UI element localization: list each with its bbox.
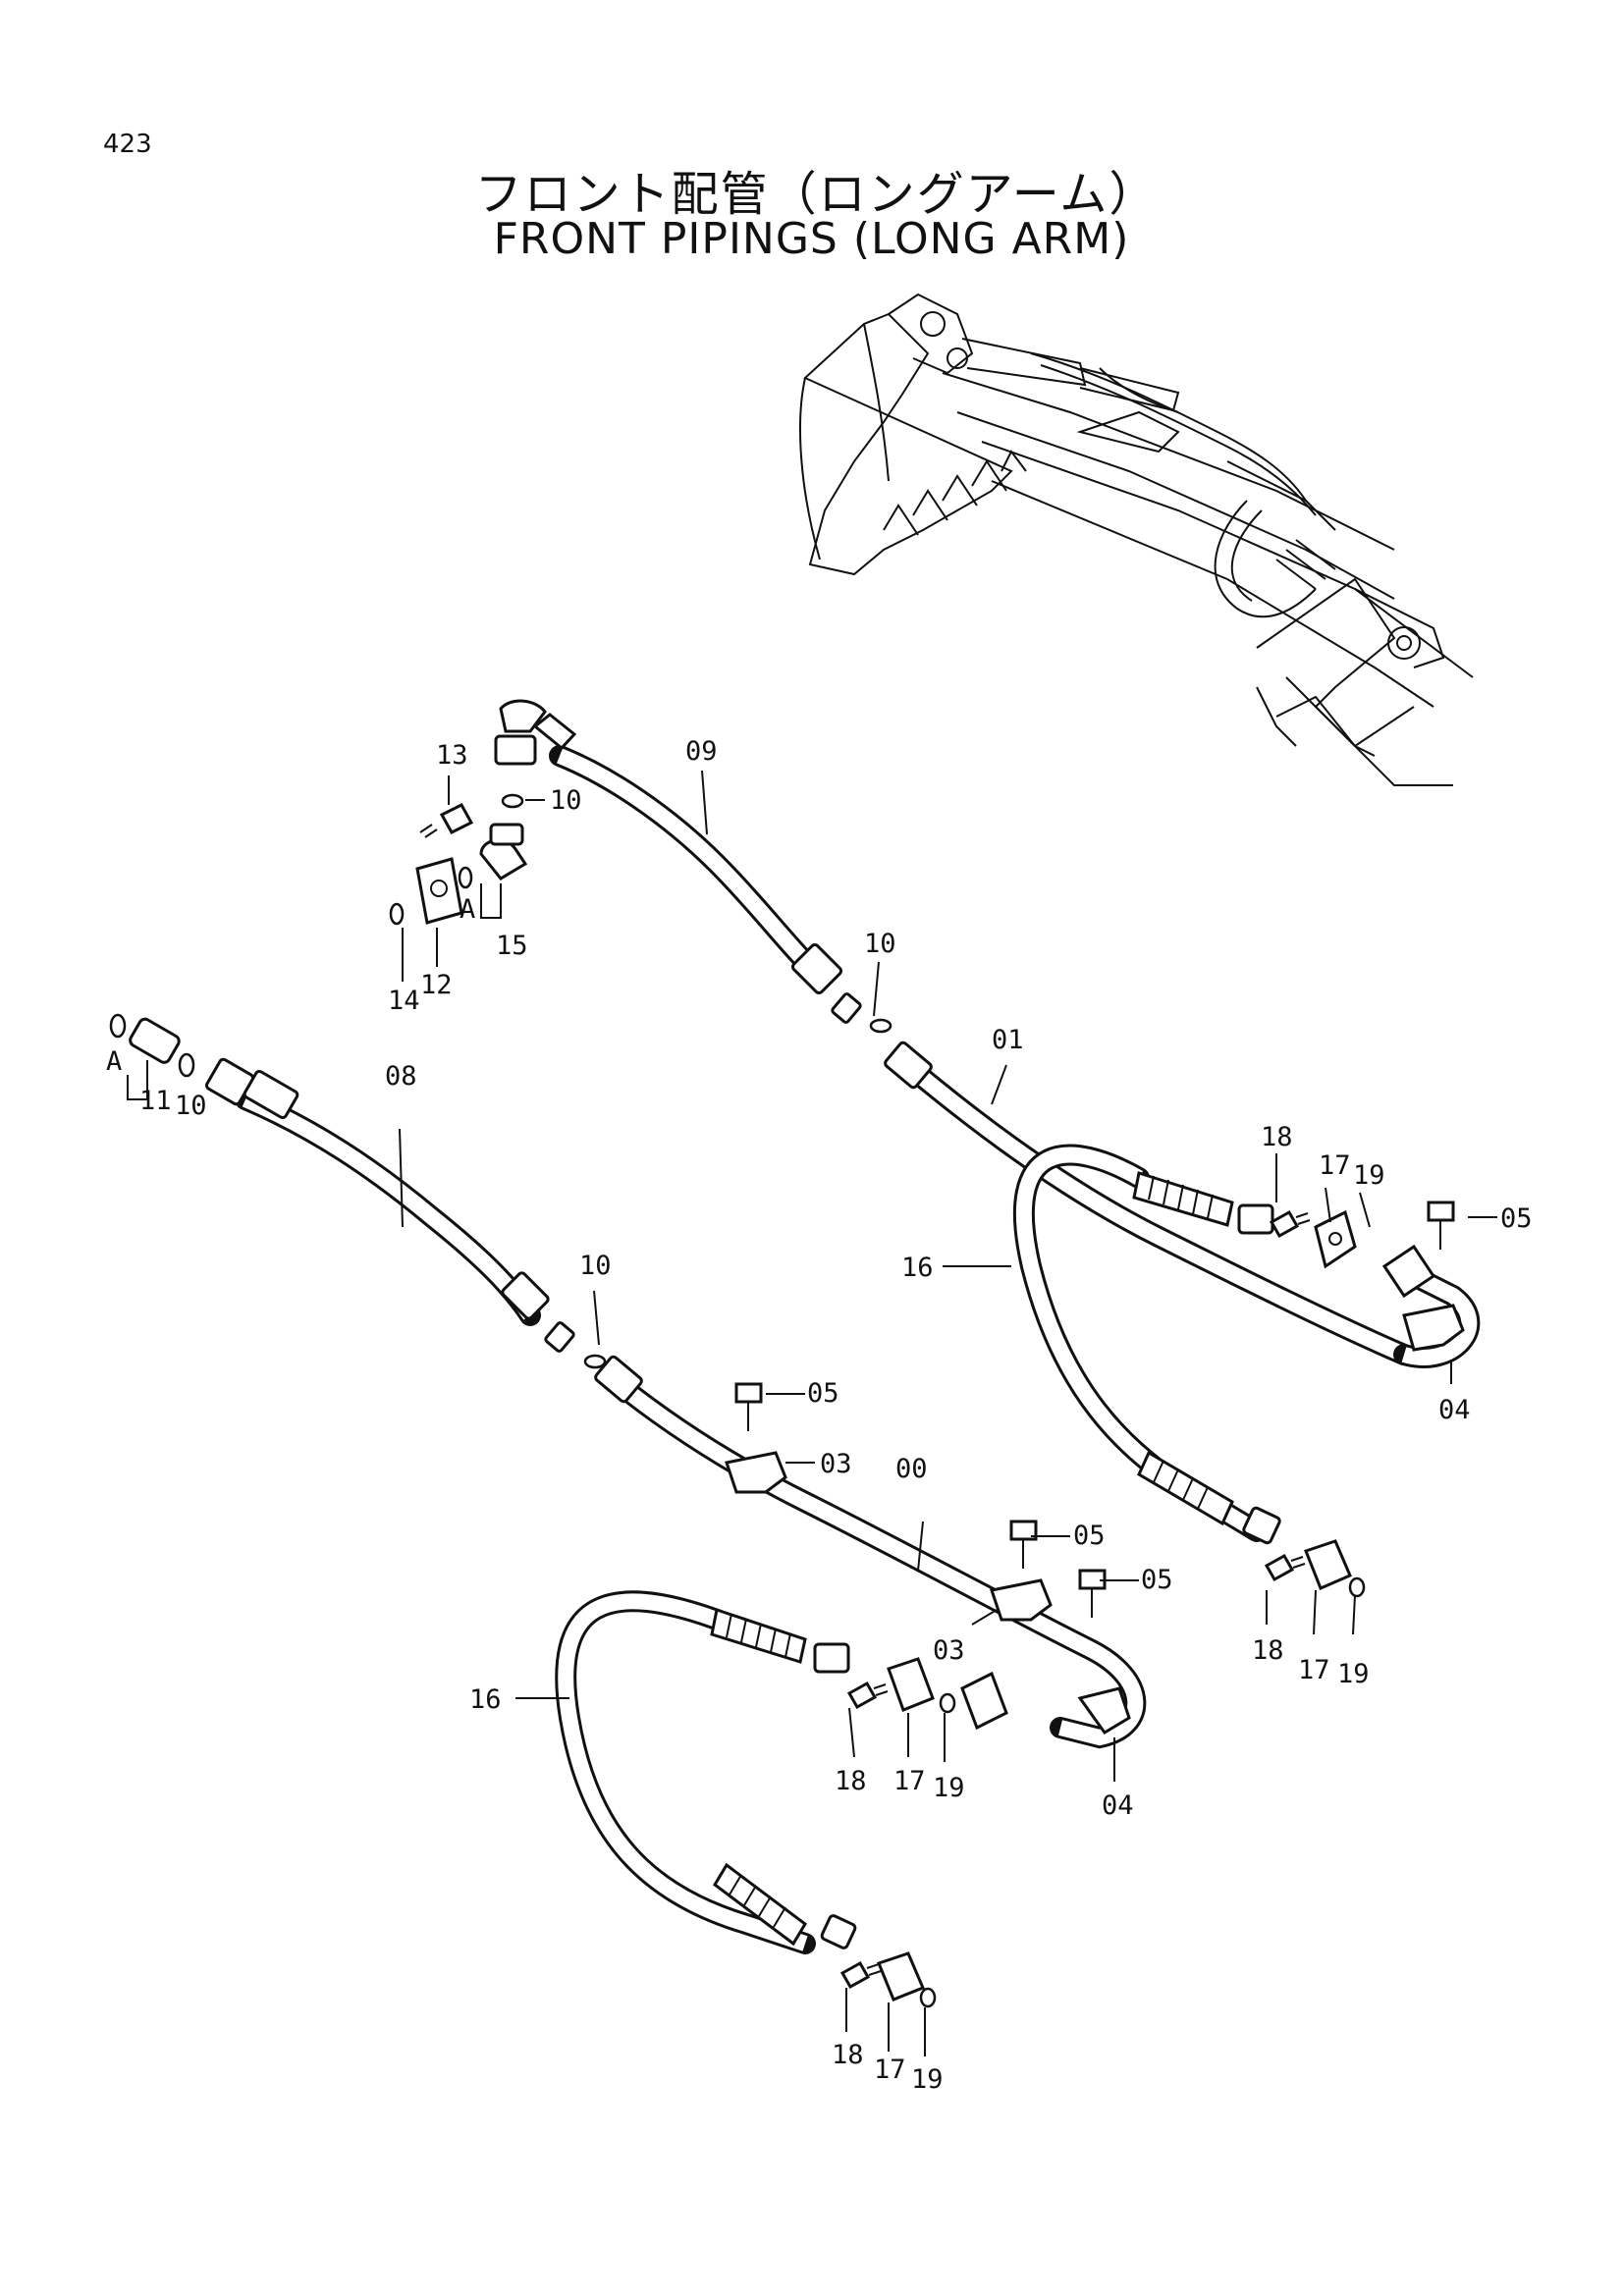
- callout-05-c: 05: [1073, 1521, 1106, 1551]
- callout-17-a: 17: [1319, 1150, 1351, 1181]
- callout-03-b: 03: [933, 1635, 965, 1666]
- callout-19-a: 19: [1353, 1160, 1385, 1191]
- page-number: 423: [103, 130, 152, 159]
- callout-04-b: 04: [1102, 1790, 1134, 1821]
- callout-01: 01: [992, 1025, 1024, 1055]
- pipe-01-assembly: [884, 1041, 1481, 1598]
- callout-05-d: 05: [1141, 1565, 1173, 1595]
- hose-08: [205, 1057, 575, 1353]
- callout-18-b: 18: [1252, 1635, 1284, 1666]
- pipe-00-assembly: [555, 1355, 1147, 2008]
- excavator-arm-illustration: [799, 293, 1474, 786]
- mark-a-upper: A: [460, 894, 475, 925]
- title-japanese: フロント配管（ロングアーム）: [474, 167, 1159, 222]
- callout-16-a: 16: [901, 1253, 934, 1283]
- callout-05-b: 05: [807, 1378, 839, 1409]
- callout-18-c: 18: [835, 1766, 867, 1796]
- callout-10-a: 10: [550, 785, 582, 816]
- small-parts: [109, 793, 1455, 1990]
- callout-19-d: 19: [911, 2064, 944, 2095]
- callout-10-d: 10: [579, 1251, 612, 1281]
- hose-09: [494, 699, 862, 1024]
- callout-08: 08: [385, 1061, 417, 1092]
- callout-19-c: 19: [933, 1773, 965, 1803]
- callout-16-b: 16: [469, 1684, 502, 1715]
- callout-18-d: 18: [832, 2040, 864, 2070]
- callout-09: 09: [685, 736, 718, 767]
- callout-11: 11: [139, 1086, 172, 1116]
- callout-05-a: 05: [1500, 1203, 1533, 1234]
- callout-18-a: 18: [1261, 1122, 1293, 1152]
- callout-17-c: 17: [893, 1766, 926, 1796]
- callout-15: 15: [496, 931, 528, 961]
- callout-10-c: 10: [175, 1091, 207, 1121]
- callout-10-b: 10: [864, 929, 896, 959]
- callout-lines: [127, 770, 1497, 2056]
- callout-14: 14: [388, 986, 420, 1016]
- callout-00: 00: [895, 1454, 928, 1484]
- callout-19-b: 19: [1337, 1659, 1370, 1689]
- mark-a-left: A: [106, 1046, 122, 1077]
- callout-12: 12: [420, 970, 453, 1000]
- callout-17-b: 17: [1298, 1655, 1330, 1685]
- callout-04-a: 04: [1438, 1395, 1471, 1425]
- callout-13: 13: [436, 740, 468, 771]
- callout-labels: 13 10 09 A 15 14 12 10 01 18 17 19 05 16…: [106, 736, 1533, 2095]
- title-english: FRONT PIPINGS (LONG ARM): [493, 214, 1130, 264]
- callout-17-d: 17: [874, 2055, 906, 2085]
- callout-03-a: 03: [820, 1449, 852, 1479]
